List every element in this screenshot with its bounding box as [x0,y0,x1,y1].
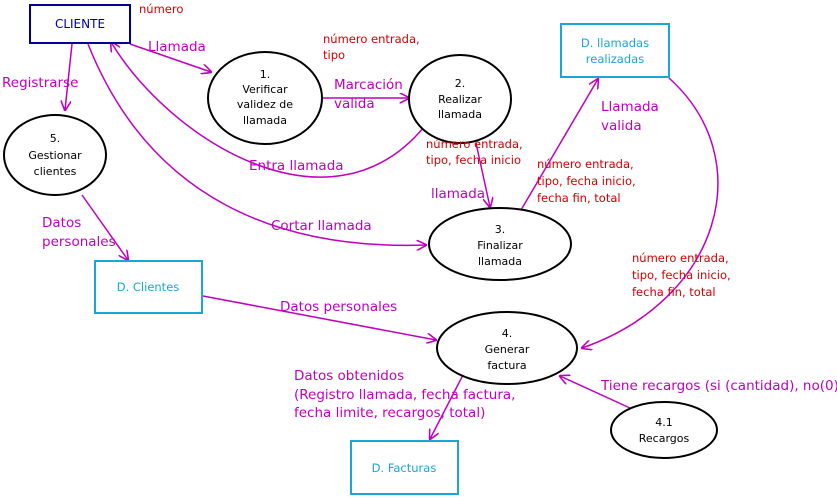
flow-datos-obtenidos-arrow [430,372,465,439]
store-llamadas-label-1: D. llamadas [581,36,649,50]
data-label-num-tipo-1: número entrada, [323,32,420,46]
flow-label-datos-personales-1a: Datos [42,215,81,231]
flow-label-registrarse: Registrarse [2,75,78,91]
data-label-numero: número [139,2,183,16]
entity-cliente-label: CLIENTE [55,17,105,31]
process-1-label-3: validez de [237,98,293,111]
process-4-label-1: 4. [502,327,513,340]
flow-entra-llamada-arrow [111,42,425,178]
store-clientes-label: D. Clientes [117,280,180,294]
flow-label-tiene-recargos: Tiene recargos (si (cantidad), no(0)) [600,378,837,394]
flow-llamada-arrow [129,43,211,72]
process-41-label-1: 4.1 [655,416,673,429]
store-llamadas-label-2: realizadas [586,52,644,66]
process-4-label-3: factura [487,359,526,372]
process-1-label-2: Verificar [242,83,288,96]
process-1-label-1: 1. [260,68,271,81]
process-2-label-2: Realizar [438,93,482,106]
flow-datos-personales-1-arrow [81,194,128,260]
flow-3-to-store-arrow [520,79,598,211]
data-label-num-tipo-2: tipo [323,48,345,62]
flow-label-datos-personales-1b: personales [42,234,116,250]
flow-recargos-arrow [560,376,631,409]
flow-label-llamada-valida-2: valida [601,118,642,134]
entity-cliente-box [29,4,131,44]
flow-label-llamada-valida-1: Llamada [601,99,659,115]
flow-cortar-llamada-arrow [87,43,426,245]
process-41-label-2: Recargos [639,432,690,445]
store-facturas-box [350,440,459,495]
process-1-ellipse [207,51,323,145]
process-2-label-3: llamada [438,108,482,121]
process-3-label-2: Finalizar [477,239,523,252]
data-label-num-tipo-fecha-2: tipo, fecha inicio [426,153,521,167]
data-label-num-full-a-3: fecha fin, total [537,191,621,205]
flow-label-llamada: Llamada [148,39,206,55]
data-label-num-full-b-2: tipo, fecha inicio, [632,268,731,282]
process-3-label-1: 3. [495,223,506,236]
process-2-label-1: 2. [455,77,466,90]
process-4-ellipse [436,311,578,385]
process-5-label-1: 5. [50,132,61,145]
process-5-label-3: clientes [34,165,77,178]
flow-label-datos-obtenidos-3: fecha limite, recargos, total) [294,405,485,421]
data-label-num-full-b-1: número entrada, [632,251,729,265]
flow-label-llamada-3: llamada [431,186,485,202]
process-41-ellipse [610,401,718,459]
store-llamadas-box [560,23,670,78]
store-clientes-box [94,260,203,314]
process-5-label-2: Gestionar [28,149,82,162]
flow-label-datos-obtenidos-2: (Registro llamada, fecha factura, [294,387,515,403]
flow-datos-personales-2-arrow [202,295,436,340]
data-label-num-full-b-3: fecha fin, total [632,285,716,299]
flow-label-datos-obtenidos-1: Datos obtenidos [294,368,404,384]
flow-label-cortar-llamada: Cortar llamada [271,218,372,234]
process-1-label-4: llamada [243,114,287,127]
flow-label-datos-personales-2: Datos personales [280,299,397,315]
flow-registrarse-arrow [65,43,73,110]
store-facturas-label: D. Facturas [372,461,437,475]
flow-label-entra-llamada: Entra llamada [249,158,344,174]
data-label-num-tipo-fecha-1: número entrada, [426,137,523,151]
data-label-num-full-a-1: número entrada, [537,157,634,171]
process-5-ellipse [3,114,107,196]
process-4-label-2: Generar [485,343,530,356]
flow-llamada-valida-arrow [582,77,719,348]
process-3-label-3: llamada [478,255,522,268]
flow-llamada-2-3-arrow [475,142,490,207]
process-2-ellipse [408,54,512,144]
flow-label-marcacion-2: valida [334,96,375,112]
process-3-ellipse [428,207,572,281]
flow-label-marcacion-1: Marcación [334,77,403,93]
data-label-num-full-a-2: tipo, fecha inicio, [537,174,636,188]
